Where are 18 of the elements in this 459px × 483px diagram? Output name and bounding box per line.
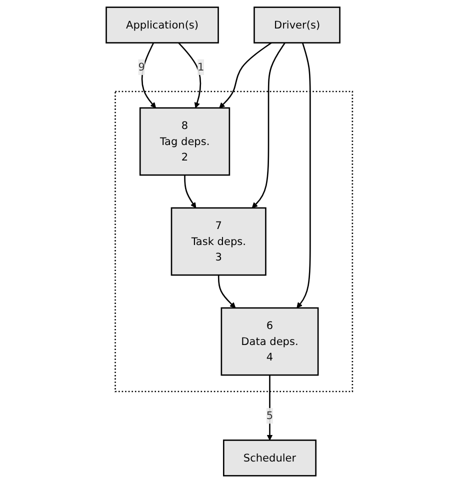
arrow (219, 42, 272, 108)
node-box: Driver(s) (254, 6, 341, 44)
arrow (178, 42, 202, 108)
arrow (142, 42, 156, 108)
arrow (296, 42, 311, 308)
edge-label: 9 (138, 60, 146, 74)
edge-label: 5 (266, 409, 274, 422)
node-box: Application(s) (106, 6, 220, 44)
arrow (184, 175, 196, 208)
arrow (267, 375, 273, 440)
node-box: Scheduler (223, 440, 317, 476)
node-box: 6 Data deps. 4 (220, 307, 319, 376)
arrow (252, 42, 286, 208)
node-box: 8 Tag deps. 2 (140, 107, 230, 176)
arrow (218, 275, 236, 308)
edge-label: 1 (198, 60, 204, 74)
cluster (114, 90, 354, 392)
node-box: 7 Task deps. 3 (171, 207, 267, 276)
